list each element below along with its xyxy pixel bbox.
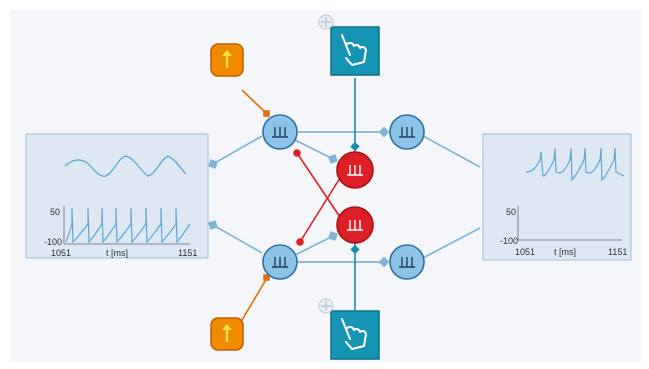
spike-train-icon [347, 220, 363, 231]
left-spike-trace [65, 207, 191, 244]
move-crosshair-icon[interactable] [318, 14, 334, 30]
right-recorder-panel[interactable]: 50 -100 1051 t [ms] 1151 [482, 133, 632, 261]
spike-train-icon [272, 257, 288, 268]
connection-n1-to-inhib-top[interactable] [294, 139, 338, 164]
connection-generator-top[interactable] [241, 89, 268, 115]
left-x-tick-end: 1151 [178, 248, 197, 258]
right-y-tick-minus100: -100 [500, 236, 518, 246]
left-membrane-trace-upper [64, 155, 187, 177]
poke-device-bottom[interactable] [330, 310, 380, 360]
connection-generator-bottom[interactable] [241, 277, 268, 321]
left-recorder-panel[interactable]: 50 -100 1051 t [ms] 1151 [25, 133, 209, 259]
right-y-tick-50: 50 [506, 207, 516, 217]
left-y-tick-minus100: -100 [44, 237, 62, 247]
poke-connections [350, 78, 360, 310]
poke-device-top[interactable] [330, 26, 380, 76]
spike-train-icon [399, 127, 415, 138]
left-x-tick-start: 1051 [51, 248, 71, 258]
network-diagram: 50 -100 1051 t [ms] 1151 50 -100 1051 t … [25, 14, 632, 360]
neuron-excitatory-3[interactable] [389, 114, 425, 150]
current-generator-bottom[interactable] [210, 317, 244, 351]
neuron-inhibitory-1[interactable] [336, 151, 374, 189]
spike-train-icon [272, 127, 288, 138]
stimulus-connections [241, 89, 270, 321]
neuron-excitatory-4[interactable] [389, 244, 425, 280]
connection-left-bottom-to-recorder[interactable] [208, 220, 263, 254]
connection-right-top-to-recorder[interactable] [422, 135, 481, 168]
left-x-axis-label: t [ms] [106, 248, 128, 258]
right-x-tick-start: 1051 [515, 247, 535, 257]
connection-left-top-to-recorder[interactable] [208, 135, 263, 169]
spike-train-icon [399, 257, 415, 268]
right-x-tick-end: 1151 [608, 247, 627, 257]
up-arrow-icon [222, 324, 232, 342]
inhibitory-connections [293, 149, 341, 246]
move-crosshair-icon[interactable] [318, 298, 334, 314]
up-arrow-icon [222, 50, 232, 68]
right-x-axis-label: t [ms] [554, 247, 576, 257]
neurons [262, 114, 425, 280]
spike-train-icon [347, 165, 363, 176]
pointing-hand-icon [341, 318, 367, 350]
pointing-hand-icon [341, 34, 367, 66]
connection-right-bottom-to-recorder[interactable] [422, 227, 481, 259]
connection-inhib-top-to-n2[interactable] [299, 177, 341, 243]
right-membrane-trace [525, 147, 625, 182]
left-y-tick-50: 50 [50, 207, 60, 217]
neuron-excitatory-2[interactable] [262, 244, 298, 280]
connections [208, 126, 481, 268]
neuron-excitatory-1[interactable] [262, 114, 298, 150]
neuron-inhibitory-2[interactable] [336, 206, 374, 244]
connection-n2-to-inhib-bottom[interactable] [294, 231, 338, 256]
connection-inhib-bottom-to-n1[interactable] [296, 152, 341, 218]
current-generator-top[interactable] [210, 43, 244, 77]
network-canvas[interactable]: 50 -100 1051 t [ms] 1151 50 -100 1051 t … [10, 10, 641, 362]
